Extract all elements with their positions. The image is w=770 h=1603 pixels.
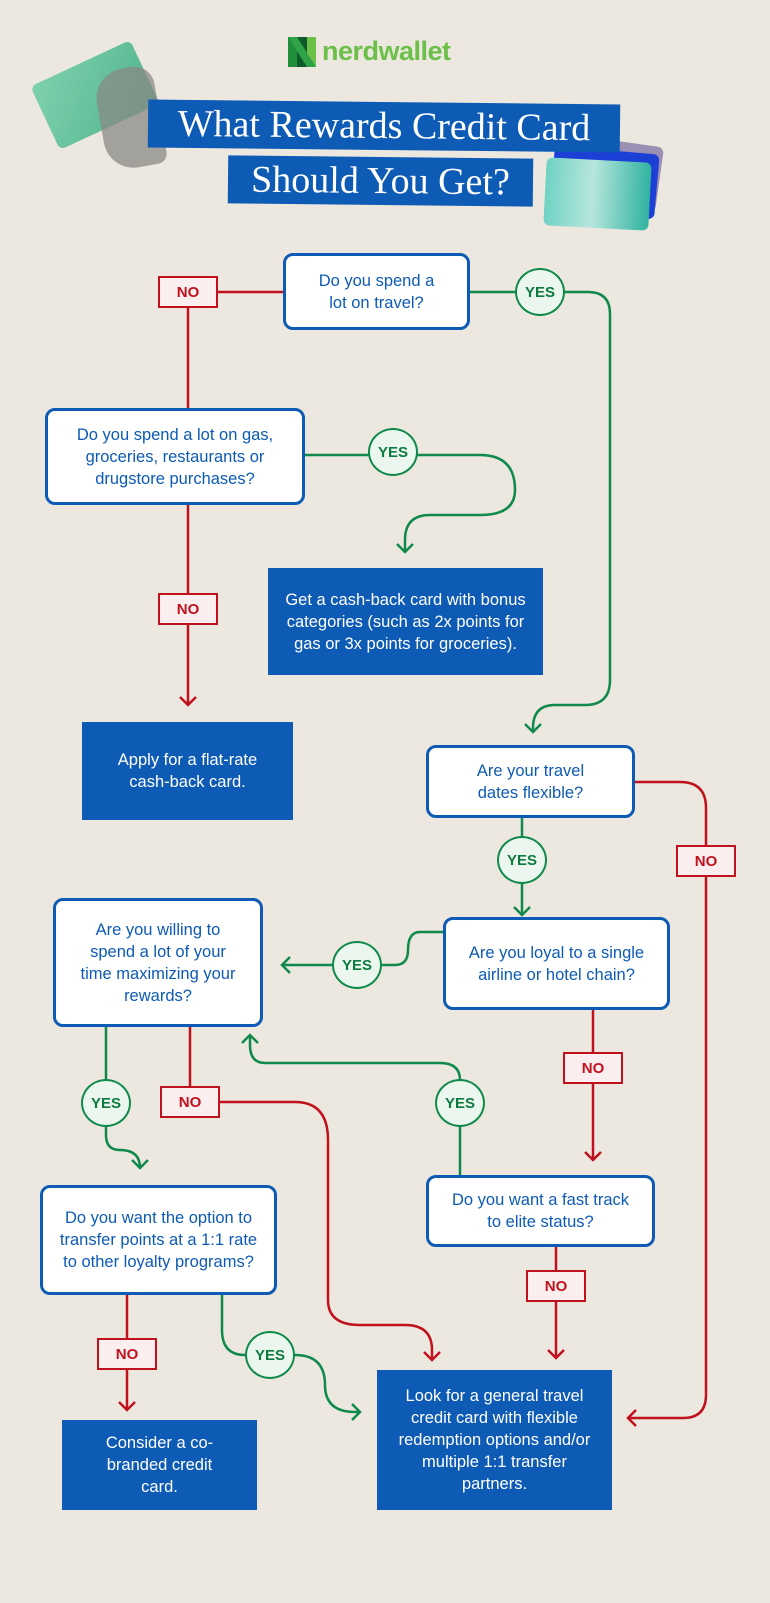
- yes-connectors: [104, 290, 612, 1421]
- question-everyday-spend: Do you spend a lot on gas, groceries, re…: [45, 408, 305, 505]
- question-flexible-dates: Are your travel dates flexible?: [426, 745, 635, 818]
- no-label-travel: NO: [158, 276, 218, 308]
- result-flat-rate-card: Apply for a flat-rate cash-back card.: [82, 722, 293, 820]
- connector-loyal-yes: [280, 930, 443, 974]
- no-label-everyday: NO: [158, 593, 218, 625]
- question-travel-spend: Do you spend a lot on travel?: [283, 253, 470, 330]
- connector-flexible-no: [626, 780, 708, 1427]
- question-transfer-points: Do you want the option to transfer point…: [40, 1185, 277, 1295]
- nerdwallet-logo: nerdwallet: [288, 36, 451, 67]
- no-label-transfer: NO: [97, 1338, 157, 1370]
- yes-label-flexible: YES: [497, 836, 547, 884]
- yes-label-loyal: YES: [332, 941, 382, 989]
- logo-mark-icon: [288, 36, 316, 67]
- connector-maximize-yes: [104, 1027, 149, 1170]
- yes-label-travel: YES: [515, 268, 565, 316]
- connector-maximize-no: [188, 1027, 441, 1362]
- question-maximize-rewards: Are you willing to spend a lot of your t…: [53, 898, 263, 1027]
- question-elite-status: Do you want a fast track to elite status…: [426, 1175, 655, 1247]
- no-label-elite: NO: [526, 1270, 586, 1302]
- no-label-flexible: NO: [676, 845, 736, 877]
- yes-label-transfer: YES: [245, 1331, 295, 1379]
- connector-travel-yes: [470, 290, 612, 734]
- connector-elite-no: [547, 1247, 565, 1360]
- question-loyal-airline: Are you loyal to a single airline or hot…: [443, 917, 670, 1010]
- yes-label-maximize: YES: [81, 1079, 131, 1127]
- result-general-travel-card: Look for a general travel credit card wi…: [377, 1370, 612, 1510]
- logo-text: nerdwallet: [322, 36, 451, 66]
- connector-elite-yes: [241, 1033, 462, 1175]
- connector-everyday-yes: [305, 453, 517, 554]
- connector-transfer-yes: [220, 1295, 362, 1421]
- yes-label-elite: YES: [435, 1079, 485, 1127]
- result-cashback-bonus-card: Get a cash-back card with bonus categori…: [268, 568, 543, 675]
- connector-loyal-no: [584, 1010, 602, 1162]
- yes-label-everyday: YES: [368, 428, 418, 476]
- result-co-branded-card: Consider a co-branded credit card.: [62, 1420, 257, 1510]
- no-label-loyal: NO: [563, 1052, 623, 1084]
- no-connectors: [118, 290, 708, 1427]
- connector-travel-no: [186, 290, 283, 408]
- no-label-maximize: NO: [160, 1086, 220, 1118]
